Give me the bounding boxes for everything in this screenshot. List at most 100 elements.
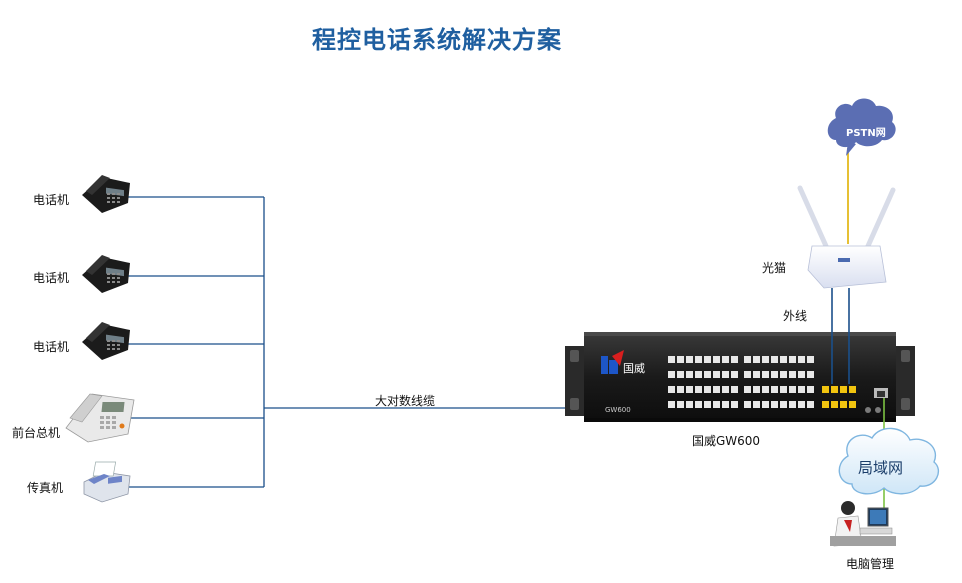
extension-port: [677, 371, 684, 378]
extension-port: [744, 371, 751, 378]
extension-port: [668, 401, 675, 408]
modem-label: 光猫: [762, 261, 787, 275]
pbx-label: 国威GW600: [692, 434, 761, 448]
optical-modem-icon: [797, 185, 896, 289]
extension-port: [677, 401, 684, 408]
extension-port: [668, 371, 675, 378]
extension-ports: [668, 356, 814, 408]
extension-port: [798, 371, 805, 378]
extension-port: [695, 356, 702, 363]
extension-port: [762, 386, 769, 393]
trunk-port: [840, 386, 847, 393]
extension-port: [677, 356, 684, 363]
extension-port: [780, 386, 787, 393]
extension-port: [780, 356, 787, 363]
extension-port: [668, 386, 675, 393]
extension-port: [789, 356, 796, 363]
extension-port: [731, 356, 738, 363]
trunk-port: [831, 401, 838, 408]
extension-port: [744, 356, 751, 363]
lan-cloud-icon: [838, 427, 939, 495]
phone-label: 电话机: [33, 271, 70, 285]
extension-port: [722, 386, 729, 393]
extension-port: [722, 371, 729, 378]
trunk-ports: [822, 386, 856, 408]
pbx-device: 国威 GW600: [565, 332, 915, 422]
page-title: 程控电话系统解决方案: [312, 26, 562, 54]
extension-port: [807, 356, 814, 363]
extension-port: [807, 401, 814, 408]
outer-line-label: 外线: [783, 309, 808, 323]
extension-port: [704, 386, 711, 393]
extension-port: [713, 386, 720, 393]
extension-port: [762, 371, 769, 378]
extension-port: [722, 401, 729, 408]
pbx-brand-text: 国威: [623, 362, 645, 375]
extension-port: [686, 356, 693, 363]
pc-management-label: 电脑管理: [846, 557, 895, 571]
extension-port: [753, 401, 760, 408]
trunk-port: [822, 401, 829, 408]
extension-port: [771, 356, 778, 363]
pbx-logo-icon: [601, 350, 624, 374]
extension-port: [713, 356, 720, 363]
desk-phone-icon: [82, 175, 130, 213]
extension-port: [780, 371, 787, 378]
extension-port: [771, 371, 778, 378]
phone-trunk-wiring: [120, 196, 672, 488]
extension-port: [704, 371, 711, 378]
extension-port: [686, 401, 693, 408]
pstn-cloud-icon: [827, 98, 896, 156]
fax-machine-icon: [83, 461, 131, 503]
trunk-port: [831, 386, 838, 393]
desk-phone-icon: [82, 322, 130, 360]
extension-port: [771, 401, 778, 408]
pc-management-icon: [830, 501, 896, 547]
extension-port: [762, 356, 769, 363]
extension-port: [744, 386, 751, 393]
trunk-port: [849, 386, 856, 393]
fax-label: 传真机: [27, 481, 64, 495]
extension-port: [713, 371, 720, 378]
extension-port: [695, 386, 702, 393]
extension-port: [789, 386, 796, 393]
trunk-port: [840, 401, 847, 408]
extension-port: [798, 356, 805, 363]
pbx-model-text: GW600: [605, 406, 631, 414]
extension-port: [695, 401, 702, 408]
extension-port: [713, 401, 720, 408]
extension-port: [686, 386, 693, 393]
lan-label: 局域网: [858, 459, 904, 477]
extension-port: [798, 401, 805, 408]
extension-port: [668, 356, 675, 363]
extension-port: [686, 371, 693, 378]
phone-label: 电话机: [33, 193, 70, 207]
extension-port: [722, 356, 729, 363]
extension-port: [704, 356, 711, 363]
pstn-label: PSTN网: [846, 128, 886, 139]
extension-port: [762, 401, 769, 408]
extension-port: [731, 401, 738, 408]
trunk-port: [849, 401, 856, 408]
extension-port: [753, 386, 760, 393]
extension-port: [744, 401, 751, 408]
trunk-port: [822, 386, 829, 393]
extension-port: [780, 401, 787, 408]
extension-port: [704, 401, 711, 408]
cable-label: 大对数线缆: [375, 394, 436, 408]
extension-port: [695, 371, 702, 378]
desk-phone-icon: [82, 255, 130, 293]
extension-port: [771, 386, 778, 393]
extension-port: [731, 371, 738, 378]
outer-line-wiring: [831, 148, 885, 520]
extension-port: [807, 386, 814, 393]
extension-port: [753, 356, 760, 363]
extension-port: [753, 371, 760, 378]
extension-port: [677, 386, 684, 393]
phone-label: 电话机: [33, 340, 70, 354]
extension-port: [789, 401, 796, 408]
operator-phone-icon: [65, 393, 135, 443]
extension-port: [731, 386, 738, 393]
extension-port: [798, 386, 805, 393]
